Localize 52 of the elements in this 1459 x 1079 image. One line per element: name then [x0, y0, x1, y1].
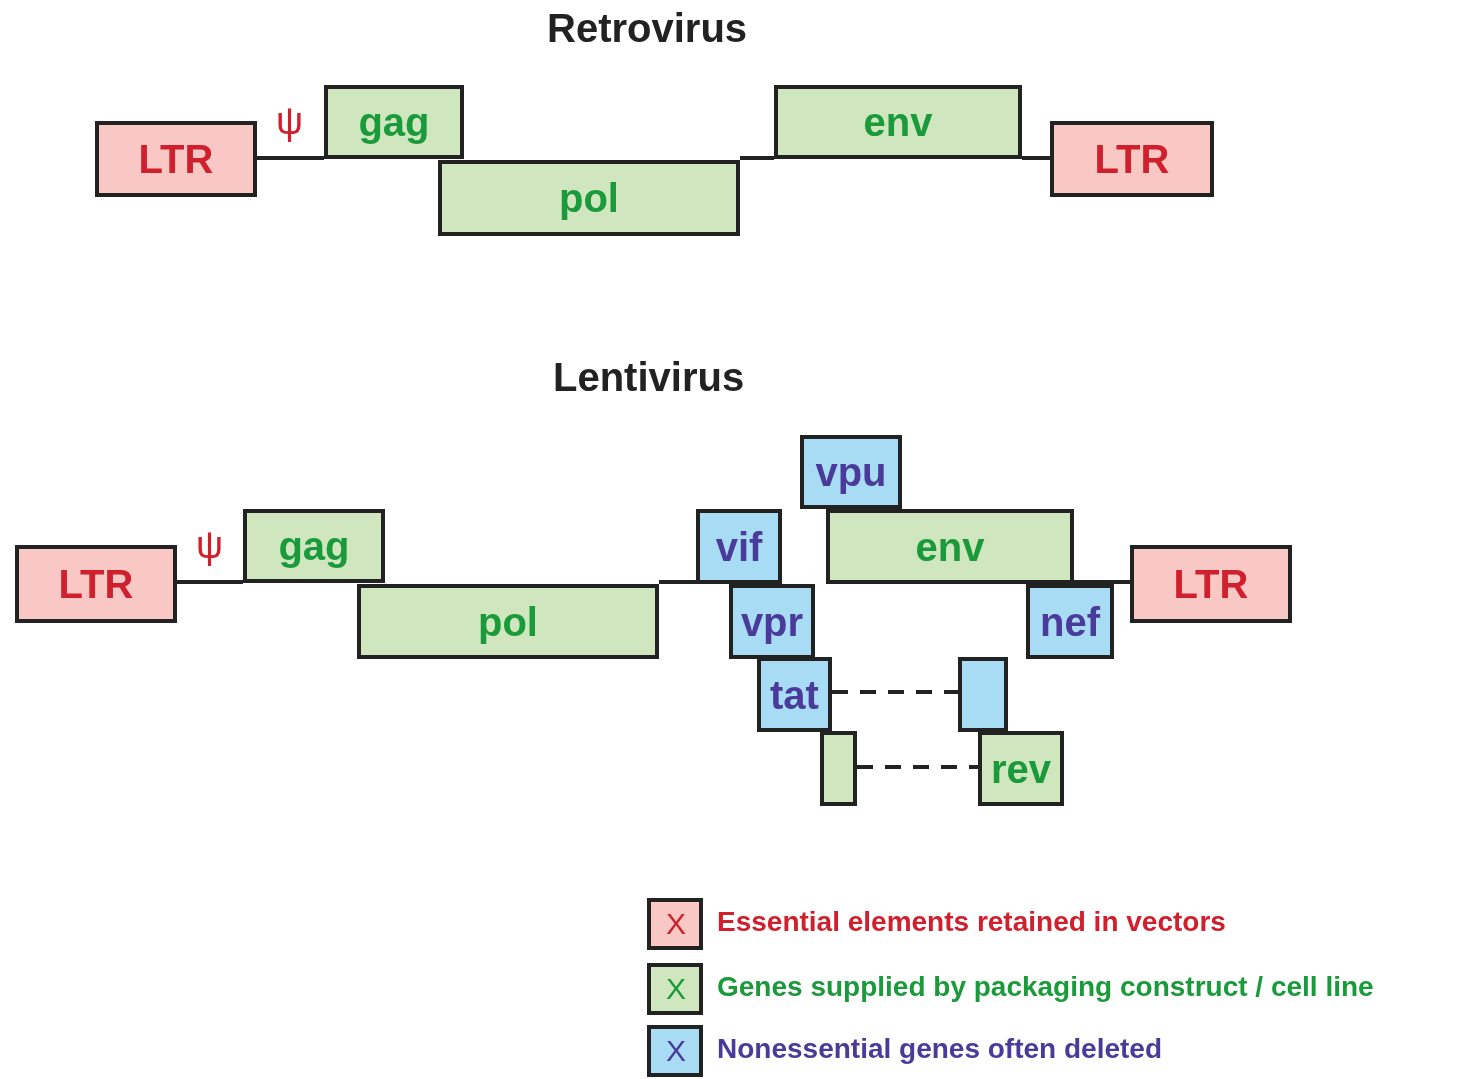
genome-line: [1074, 580, 1130, 584]
gene-box: [729, 584, 815, 659]
section-title: Retrovirus: [547, 8, 748, 48]
ltr-box: [1050, 121, 1214, 197]
dashed-connector: [832, 690, 958, 694]
gene-box: [696, 509, 782, 584]
gene-label: LTR: [1173, 564, 1249, 604]
gene-box: [757, 657, 832, 732]
psi-symbol: ψ: [276, 102, 304, 140]
gene-box: [800, 435, 902, 509]
gene-label: LTR: [58, 564, 134, 604]
gene-box: [438, 160, 740, 236]
gene-label: LTR: [138, 139, 214, 179]
exon-box: [958, 657, 1008, 732]
genome-line: [177, 580, 243, 584]
gene-label: env: [863, 102, 933, 142]
section-title: Lentivirus: [553, 357, 745, 397]
gene-label: gag: [278, 526, 350, 566]
genome-line: [257, 156, 324, 160]
gene-label: vpr: [740, 601, 804, 642]
gene-box: [1026, 584, 1114, 659]
psi-symbol: ψ: [196, 526, 224, 564]
dashed-connector: [857, 765, 978, 769]
gene-label: vif: [715, 526, 763, 567]
swatch-symbol: X: [666, 1036, 686, 1066]
gene-box: [357, 584, 659, 659]
gene-label: rev: [990, 748, 1052, 789]
genome-line: [659, 580, 696, 584]
gene-box: [826, 509, 1074, 584]
gene-label: pol: [478, 601, 538, 642]
gene-label: tat: [770, 674, 819, 715]
gene-box: [243, 509, 385, 583]
gene-box: [774, 85, 1022, 159]
genome-line: [740, 156, 774, 160]
swatch-symbol: X: [666, 974, 686, 1004]
legend-text: Essential elements retained in vectors: [717, 908, 1226, 936]
legend-text: Nonessential genes often deleted: [717, 1035, 1162, 1063]
gene-label: vpu: [815, 452, 887, 492]
gene-label: LTR: [1094, 139, 1170, 179]
gene-box: [324, 85, 464, 159]
legend-text: Genes supplied by packaging construct / cell line: [717, 973, 1374, 1001]
gene-label: nef: [1040, 601, 1100, 642]
ltr-box: [15, 545, 177, 623]
gene-label: env: [915, 526, 985, 567]
gene-box: [978, 731, 1064, 806]
ltr-box: [1130, 545, 1292, 623]
swatch-symbol: X: [666, 909, 686, 939]
ltr-box: [95, 121, 257, 197]
gene-label: pol: [559, 178, 619, 218]
exon-box: [820, 731, 857, 806]
genome-line: [1022, 156, 1050, 160]
gene-label: gag: [358, 102, 430, 142]
